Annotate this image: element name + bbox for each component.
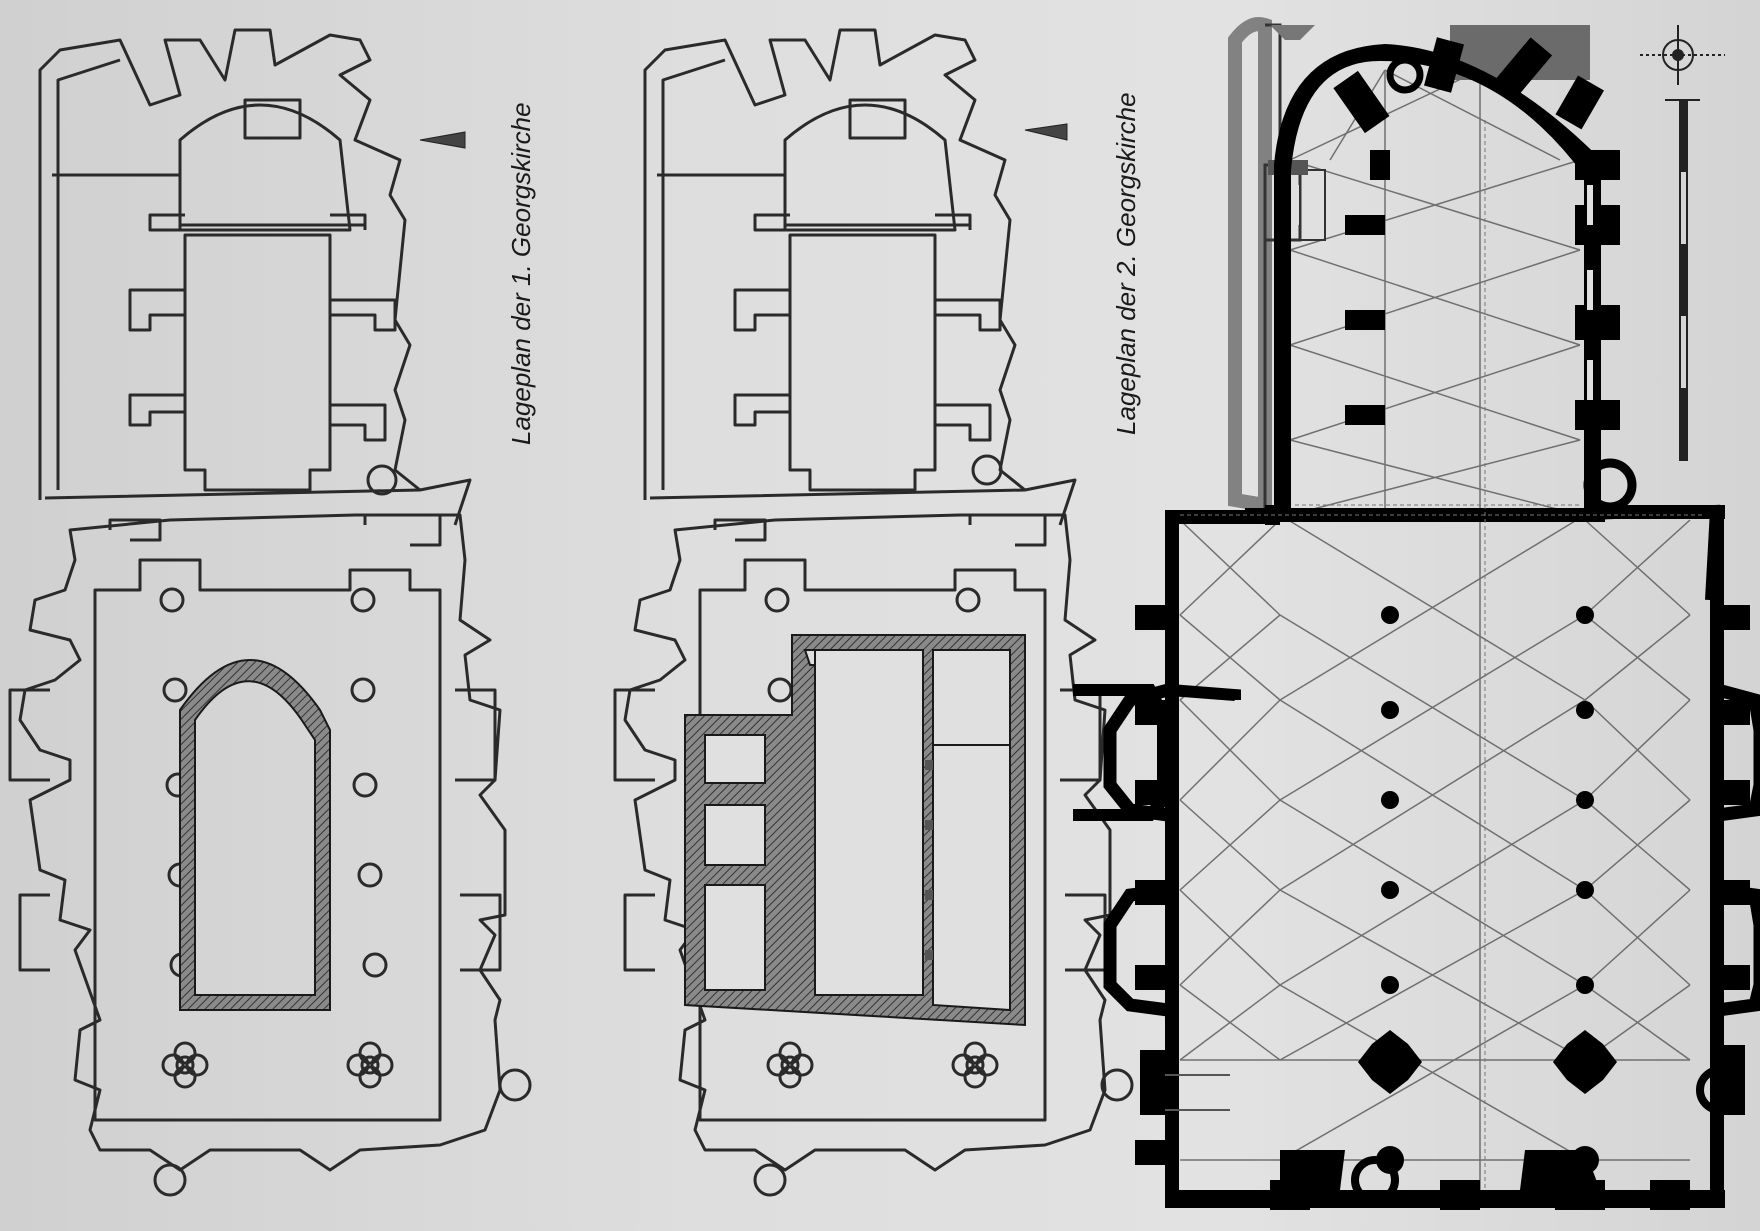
plan-2-georgskirche: [613, 28, 1134, 1197]
plan-3-current-church: [1073, 17, 1760, 1210]
plan-1-georgskirche: [8, 28, 532, 1197]
scale-bar: [1665, 99, 1700, 461]
caption-plan-2: Lageplan der 2. Georgskirche: [1111, 92, 1141, 435]
north-arrow-icon: [1640, 25, 1725, 85]
first-church-footprint: [179, 659, 331, 1011]
caption-plan-1: Lageplan der 1. Georgskirche: [506, 102, 536, 445]
arrow-marker-icon: [419, 131, 466, 149]
arrow-marker-icon: [1024, 123, 1068, 141]
